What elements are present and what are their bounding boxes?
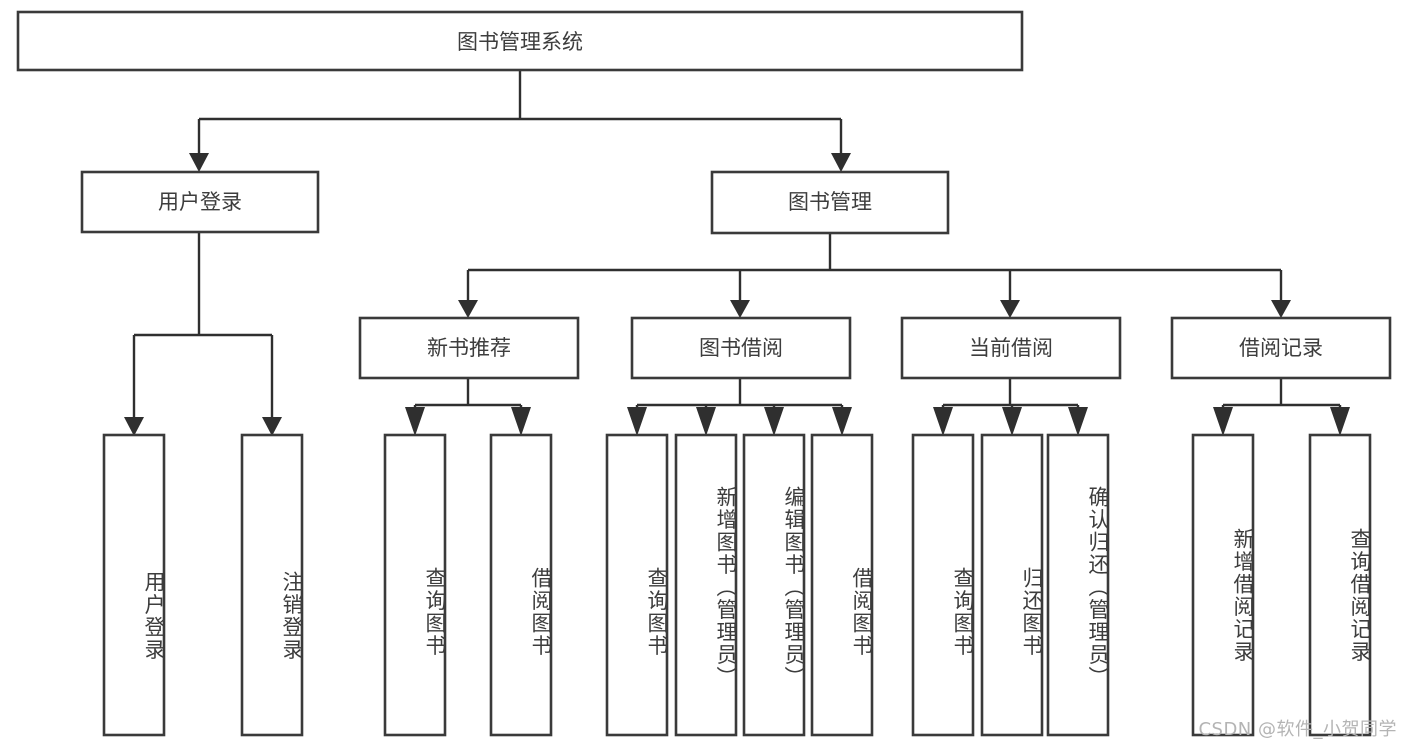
node-book-management-label: 图书管理 — [788, 190, 872, 214]
node-book-borrow-label: 图书借阅 — [699, 336, 783, 360]
leaf-box-bb-1[interactable] — [605, 433, 669, 737]
node-new-book-recommend-label: 新书推荐 — [427, 336, 511, 360]
arrowhead-cb-leaf-1 — [933, 407, 953, 436]
leaf-box-bb-2[interactable] — [674, 433, 738, 737]
node-borrow-record-box[interactable] — [1170, 316, 1392, 380]
leaf-box-cb-1[interactable] — [911, 433, 975, 737]
node-current-borrow-box[interactable] — [900, 316, 1122, 380]
arrowhead-br-leaf-1 — [1213, 407, 1233, 436]
node-book-management-box[interactable] — [710, 170, 950, 235]
node-user-login-label: 用户登录 — [158, 190, 242, 214]
leaf-box-bb-4[interactable] — [810, 433, 874, 737]
arrowhead-nbr-leaf-2 — [511, 407, 531, 436]
leaf-box-nbr-2[interactable] — [489, 433, 553, 737]
node-book-borrow-box[interactable] — [630, 316, 852, 380]
arrowhead-bb-leaf-4 — [832, 407, 852, 436]
arrowhead-bb-leaf-3 — [764, 407, 784, 436]
arrowhead-new-book-recommend — [458, 300, 478, 318]
arrowhead-borrow-record — [1271, 300, 1291, 318]
node-root-box[interactable] — [16, 10, 1024, 72]
arrowhead-current-borrow — [1000, 300, 1020, 318]
leaf-box-bb-3[interactable] — [742, 433, 806, 737]
arrowhead-nbr-leaf-1 — [405, 407, 425, 436]
leaf-box-cb-3[interactable] — [1046, 433, 1110, 737]
arrowhead-cb-leaf-3 — [1068, 407, 1088, 436]
arrowhead-bb-leaf-2 — [696, 407, 716, 436]
node-borrow-record-label: 借阅记录 — [1239, 336, 1323, 360]
arrowhead-br-leaf-2 — [1330, 407, 1350, 436]
arrowhead-cb-leaf-2 — [1002, 407, 1022, 436]
node-root-label: 图书管理系统 — [457, 30, 583, 54]
arrowhead-user-login — [189, 153, 209, 172]
node-user-login-box[interactable] — [80, 170, 320, 234]
arrowhead-leaf-user-login-2 — [262, 417, 282, 436]
csdn-watermark: CSDN @软件_小贺同学 — [1198, 719, 1397, 740]
node-current-borrow-label: 当前借阅 — [969, 336, 1053, 360]
arrowhead-book-mgmt — [831, 153, 851, 172]
leaf-box-nbr-1[interactable] — [383, 433, 447, 737]
node-new-book-recommend-box[interactable] — [358, 316, 580, 380]
leaf-box-br-1[interactable] — [1191, 433, 1255, 737]
arrowhead-book-borrow — [730, 300, 750, 318]
arrowhead-bb-leaf-1 — [627, 407, 647, 436]
leaf-box-user-login-1[interactable] — [102, 433, 166, 737]
leaf-box-br-2[interactable] — [1308, 433, 1372, 737]
leaf-box-cb-2[interactable] — [980, 433, 1044, 737]
arrowhead-leaf-user-login-1 — [124, 417, 144, 436]
leaf-box-user-login-2[interactable] — [240, 433, 304, 737]
